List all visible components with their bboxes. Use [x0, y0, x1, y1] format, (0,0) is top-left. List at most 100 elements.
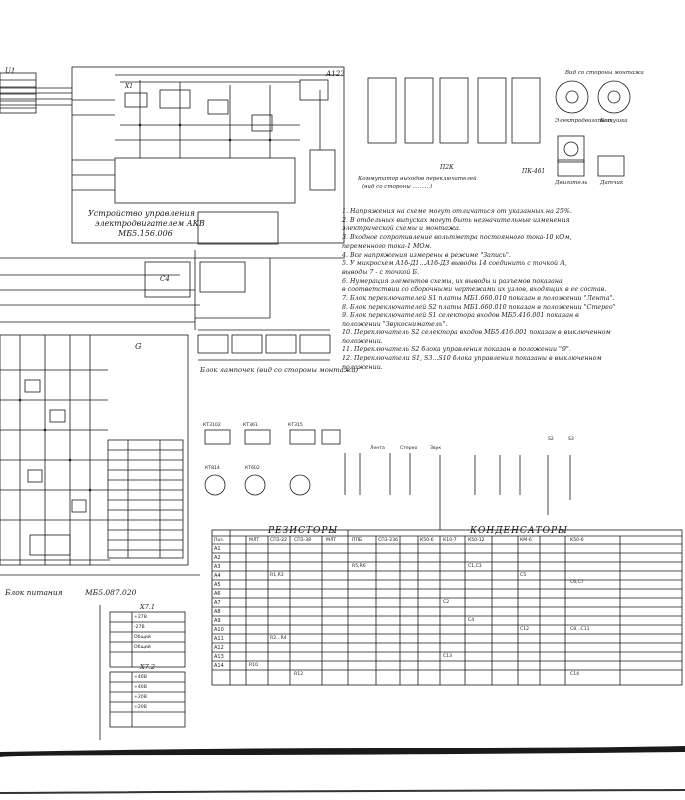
- caption-engine: Двигатель: [555, 180, 588, 186]
- p2k-label: П2К: [440, 164, 454, 171]
- connector-x7-2-title: X7.2: [140, 663, 155, 671]
- scan-edge-band: [0, 746, 685, 757]
- transistor-label: КТ3102: [203, 423, 221, 428]
- table-cell: R2...R4: [270, 636, 287, 641]
- table-header-cell: СП3-23б: [378, 538, 398, 543]
- switch-label: Стерео: [400, 446, 418, 451]
- lamp-block-label: Блок лампочек (вид со стороны монтажа): [200, 366, 359, 374]
- table-cell: R10: [249, 663, 259, 668]
- table-header-cell: СП3-22: [270, 538, 288, 543]
- connector-x7-1-title: X7.1: [140, 603, 155, 611]
- connector-table-frame: [107, 439, 184, 559]
- switch-label: S3: [568, 437, 574, 442]
- table-cell: С5: [520, 573, 527, 578]
- control-unit-subtitle: электродвигателем АКВ: [95, 219, 205, 228]
- table-row-label: А1: [214, 546, 221, 552]
- c4-label: C4: [160, 275, 170, 283]
- wiring-view-sub: (вид со стороны ..........): [362, 184, 433, 190]
- note-line: положении.: [342, 337, 383, 345]
- table-cell: С2: [443, 600, 450, 605]
- power-block-label: Блок питания: [5, 588, 63, 597]
- note-line: 10. Переключатель S2 селектора входов МБ…: [342, 329, 611, 336]
- table-row-label: А14: [214, 663, 224, 669]
- notes-extra: 10. Переключатель S2 селектора входов МБ…: [342, 329, 677, 373]
- control-unit-title: Устройство управления: [88, 209, 195, 218]
- table-row-label: А2: [214, 555, 221, 561]
- wiring-view-label: Коммутатор выходов переключателей: [358, 176, 477, 182]
- switch-label: Звук: [430, 446, 442, 451]
- transistor-label: КТ602: [245, 466, 260, 471]
- table-cell: С1,С3: [468, 564, 482, 569]
- power-block-code: МБ5.087.020: [85, 588, 137, 597]
- table-header-cell: Поз.: [214, 538, 225, 543]
- transistor-label: КТ315: [288, 423, 303, 428]
- control-unit-frame: [71, 66, 345, 244]
- table-row-label: А11: [214, 636, 224, 642]
- connector-pin: -27В: [134, 625, 145, 630]
- resistors-title: РЕЗИСТОРЫ: [268, 526, 339, 536]
- capacitors-title: КОНДЕНСАТОРЫ: [470, 526, 568, 536]
- table-cell: С6,С7: [570, 580, 584, 585]
- note-line: выводы 7 - с точкой Б.: [342, 268, 419, 276]
- note-line: 1. Напряжения на схеме могут отличаться …: [342, 208, 572, 215]
- table-row-label: А3: [214, 564, 221, 570]
- g-label: G: [135, 342, 142, 351]
- note-line: электрической схемы и монтажа.: [342, 225, 461, 233]
- a122-label: А122: [326, 70, 345, 78]
- note-line: 4. Все напряжения измерены в режиме "Зап…: [342, 251, 511, 259]
- caption-sensor: Датчик: [600, 180, 624, 186]
- switch-label: S2: [548, 437, 554, 442]
- table-row-label: А10: [214, 627, 224, 633]
- table-row-label: А7: [214, 600, 221, 606]
- transistor-label: КТ814: [205, 466, 220, 471]
- table-cell: С13: [443, 654, 453, 659]
- table-cell: С12: [520, 627, 530, 632]
- scan-edge-line: [0, 789, 685, 794]
- table-header-cell: ППБ: [352, 538, 363, 543]
- table-header-cell: МЛТ: [326, 538, 337, 543]
- view-side-label: Вид со стороны монтажа: [565, 70, 644, 76]
- table-header-cell: К10-7: [443, 538, 457, 543]
- pk-label: ПК-4б1: [522, 168, 546, 175]
- table-row-label: А6: [214, 591, 221, 597]
- switch-label: Лента: [370, 446, 385, 451]
- caption-motor: Электродвигатель: [555, 118, 613, 124]
- table-header-cell: К50-6: [420, 538, 434, 543]
- table-header-cell: КМ-6: [520, 538, 532, 543]
- table-header-cell: МЛТ: [249, 538, 260, 543]
- note-line: переменного тока-1 МОм.: [342, 242, 432, 250]
- table-row-label: А5: [214, 582, 221, 588]
- table-cell: С14: [570, 672, 580, 677]
- connector-pin: +27В: [134, 615, 147, 620]
- table-row-label: А13: [214, 654, 224, 660]
- table-cell: R12: [294, 672, 304, 677]
- connector-pin: Общий: [134, 645, 151, 650]
- table-row-label: А12: [214, 645, 224, 651]
- table-header-cell: К50-6: [570, 538, 584, 543]
- note-line: 3. Входное сопротивление вольтметра пост…: [342, 234, 572, 242]
- table-row-label: А9: [214, 618, 221, 624]
- table-row-label: А4: [214, 573, 221, 579]
- note-line: в соответствии со сборочными чертежами и…: [342, 286, 607, 294]
- table-cell: С4: [468, 618, 475, 623]
- table-cell: С8...С11: [570, 627, 590, 632]
- note-line: 2. В отдельных выпусках могут быть незна…: [342, 216, 570, 224]
- note-line: 11. Переключатель S2 блока управления по…: [342, 346, 571, 354]
- caption-coil: Катушка: [600, 118, 628, 124]
- note-line: 6. Нумерация элементов схемы, их выводы …: [342, 277, 563, 285]
- table-cell: R1,R3: [270, 573, 284, 578]
- table-header-cell: К50-12: [468, 538, 485, 543]
- note-line: 5. У микросхем А1б-Д1...А1б-Д3 выводы 14…: [342, 260, 567, 268]
- note-line: положении.: [342, 363, 383, 371]
- x1-label: X1: [125, 83, 134, 90]
- connector-pin: +40В: [134, 675, 147, 680]
- note-line: 8. Блок переключателей S2 платы МБ1.660.…: [342, 303, 616, 311]
- transistor-label: КТ361: [243, 423, 258, 428]
- table-header-cell: СП3-38: [294, 538, 312, 543]
- note-line: 7. Блок переключателей S1 платы МБ1.660.…: [342, 295, 615, 303]
- connector-pin: Общий: [134, 635, 151, 640]
- notes-list: 1. Напряжения на схеме могут отличаться …: [342, 208, 677, 330]
- parts-table-frame: [211, 529, 683, 686]
